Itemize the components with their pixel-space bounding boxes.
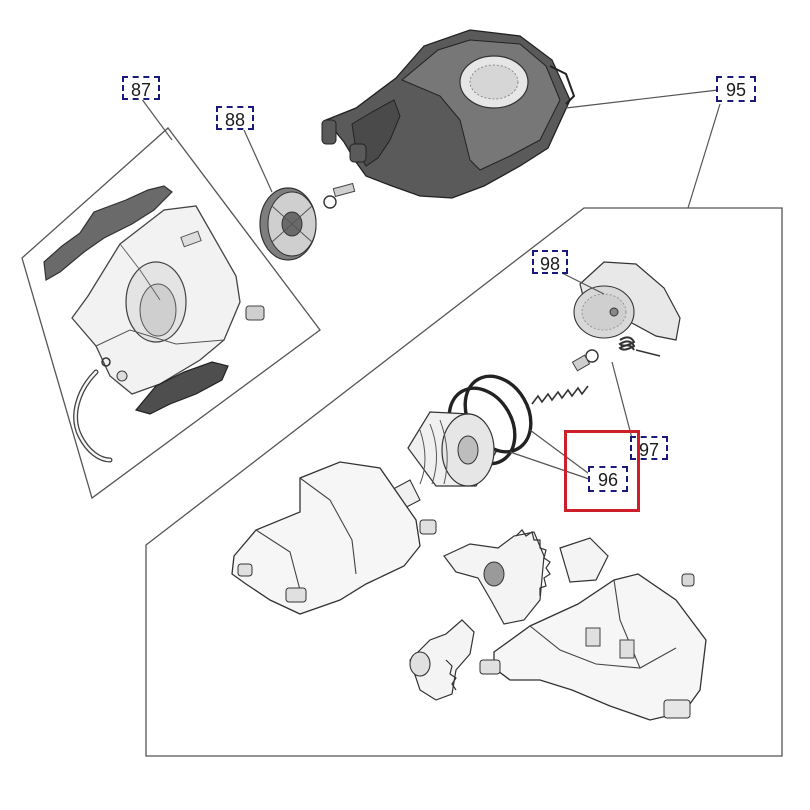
callout-87: 87 (122, 76, 160, 100)
callout-98: 98 (532, 250, 568, 274)
part-small-fitting (245, 305, 265, 321)
part-95-brew-unit (321, 29, 576, 199)
part-top-cover (43, 185, 173, 281)
part-drip-tray (134, 361, 229, 415)
part-gear-lever-upper (443, 529, 551, 625)
callout-95: 95 (716, 76, 756, 102)
callout-96: 96 (588, 466, 628, 492)
part-spring (531, 385, 589, 405)
highlight-box-96 (564, 430, 640, 512)
part-gear-lever-lower (409, 619, 475, 701)
part-98-cap (573, 261, 681, 357)
part-88-impeller (259, 187, 317, 261)
leader-lines (140, 89, 721, 481)
group-panel-87 (21, 127, 321, 500)
callout-97: 97 (630, 436, 668, 460)
callout-88: 88 (216, 106, 254, 130)
part-lower-housing (479, 537, 707, 721)
group-panel-95 (145, 207, 783, 757)
part-tube (73, 369, 113, 463)
part-cylinder-housing (231, 461, 437, 615)
